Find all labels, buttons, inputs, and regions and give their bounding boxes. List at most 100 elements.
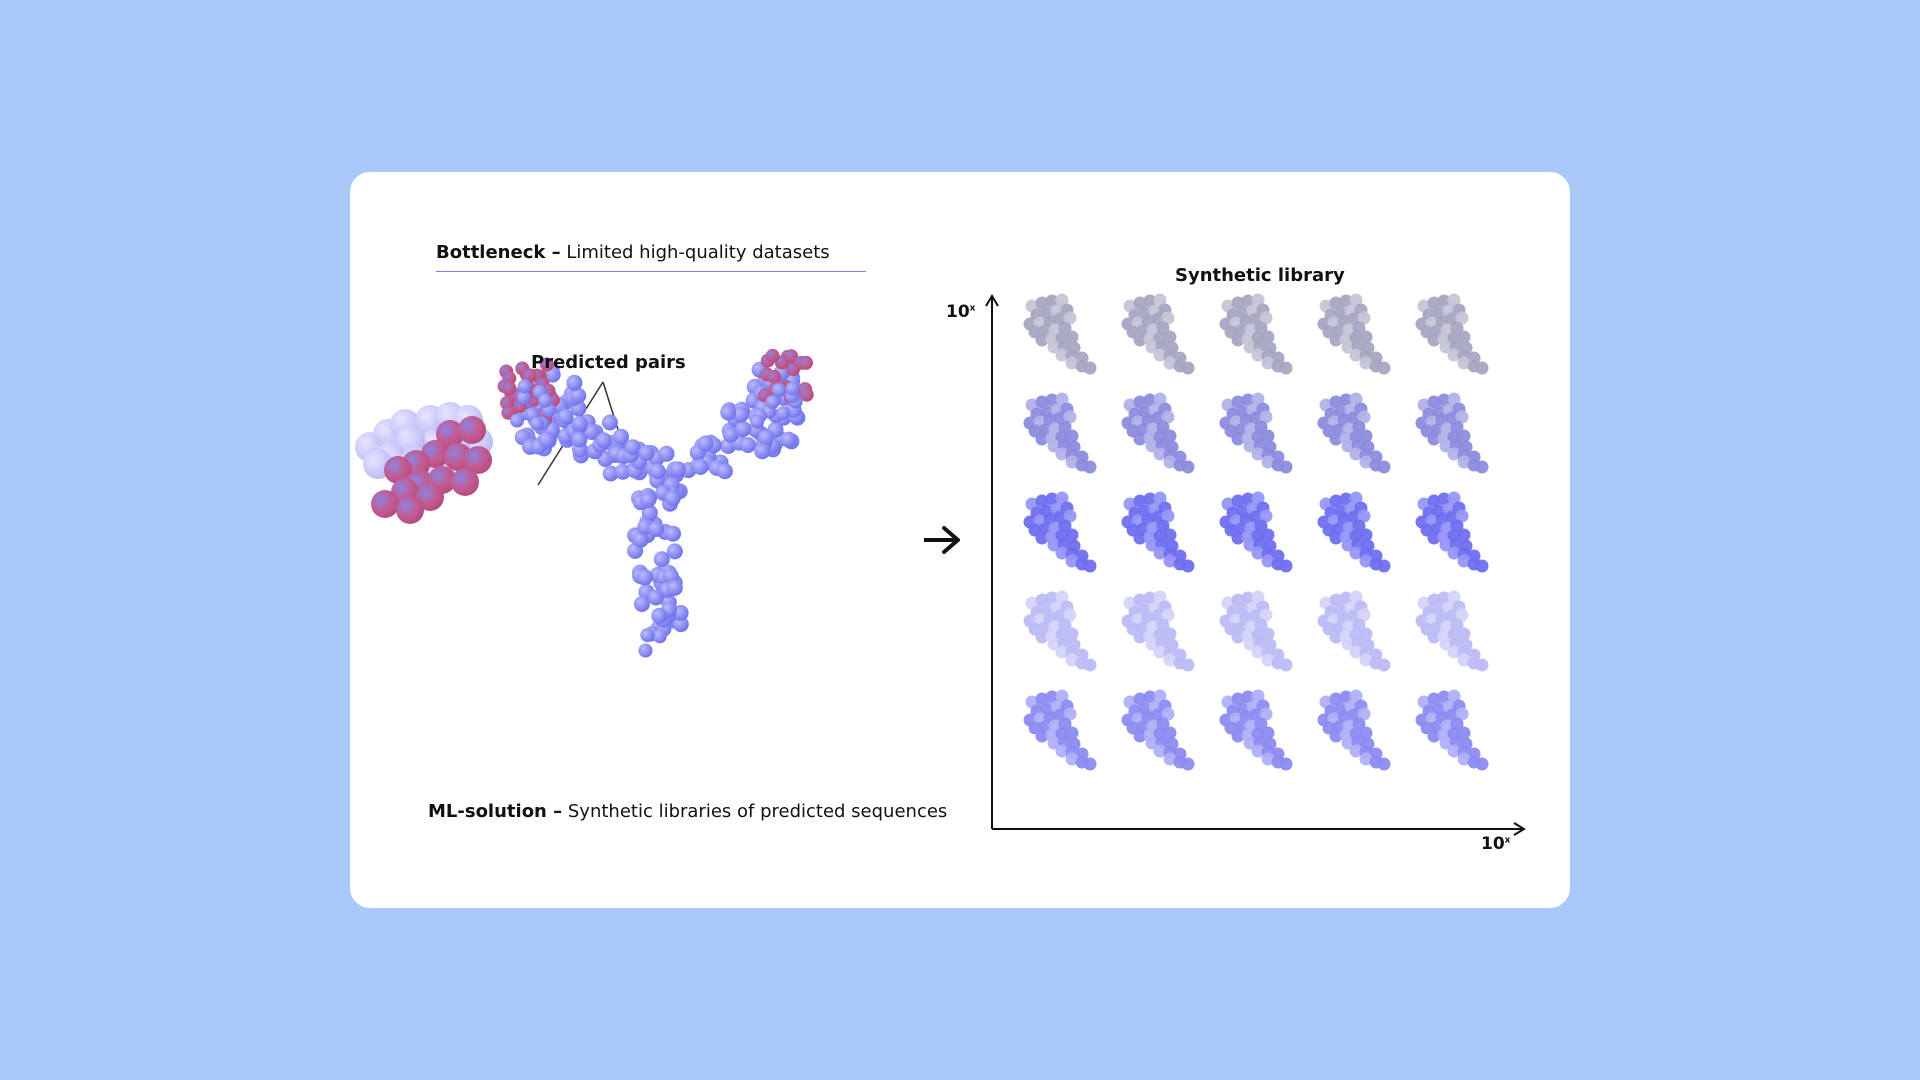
library-atom (1231, 531, 1245, 545)
library-atom (1359, 455, 1373, 469)
library-atom (1145, 538, 1159, 552)
library-atom (1377, 658, 1391, 672)
antibody-atom (647, 589, 664, 606)
library-atom (1359, 554, 1373, 568)
library-atom (1352, 717, 1366, 731)
library-atom (1181, 361, 1195, 375)
library-protein (1415, 689, 1489, 771)
library-atom (1065, 653, 1079, 667)
fragment-atom (396, 496, 424, 524)
library-protein (1219, 590, 1293, 672)
library-atom (1153, 293, 1167, 307)
library-atom (1341, 538, 1355, 552)
antibody-atom (614, 463, 631, 480)
library-protein (1415, 491, 1489, 573)
library-atom (1143, 690, 1157, 704)
antibody-atom (648, 521, 665, 537)
library-atom (1161, 707, 1175, 721)
antibody-atom (653, 551, 670, 568)
antibody-atom (595, 432, 612, 449)
library-atom (1163, 627, 1177, 641)
y-axis-label: 10x (946, 302, 976, 322)
antibody-atom (510, 413, 524, 428)
library-atom (1357, 410, 1371, 424)
library-atom (1243, 439, 1257, 453)
library-protein (1023, 491, 1097, 573)
library-atom (1065, 528, 1079, 542)
library-atom (1457, 356, 1471, 370)
library-atom (1047, 439, 1061, 453)
antibody-atom (732, 406, 749, 423)
antibody-atom (652, 629, 667, 644)
library-atom (1243, 538, 1257, 552)
antibody-atom (672, 616, 689, 633)
library-atom (1341, 637, 1355, 651)
library-atom (1153, 689, 1167, 703)
library-atom (1329, 531, 1343, 545)
library-atom (1145, 637, 1159, 651)
library-atom (1143, 294, 1157, 308)
library-atom (1153, 645, 1167, 659)
antibody-atom (670, 461, 686, 478)
antibody-atom (572, 415, 588, 432)
antibody-atom (571, 431, 588, 448)
library-atom (1153, 590, 1167, 604)
library-protein (1121, 491, 1195, 573)
library-atom (1341, 439, 1355, 453)
diagram-card: Bottleneck – Limited high-quality datase… (350, 172, 1570, 908)
library-atom (1163, 455, 1177, 469)
library-atom (1475, 559, 1489, 573)
antibody-atom (638, 643, 653, 658)
library-atom (1377, 559, 1391, 573)
library-atom (1259, 509, 1273, 523)
antibody-atom (502, 381, 517, 396)
library-atom (1437, 492, 1451, 506)
library-atom (1065, 554, 1079, 568)
antibody-atom (780, 431, 797, 448)
library-atom (1045, 294, 1059, 308)
library-atom (1035, 630, 1049, 644)
antibody-atom (722, 426, 739, 443)
library-atom (1450, 519, 1464, 533)
library-atom (1357, 707, 1371, 721)
library-atom (1035, 692, 1049, 706)
library-atom (1261, 429, 1275, 443)
library-atom (1045, 492, 1059, 506)
fragment-atom (371, 490, 399, 518)
library-atom (1259, 707, 1273, 721)
library-atom (1083, 361, 1097, 375)
library-atom (1261, 455, 1275, 469)
library-atom (1035, 531, 1049, 545)
library-protein (1023, 392, 1097, 474)
library-protein (1023, 590, 1097, 672)
library-atom (1427, 494, 1441, 508)
diagram-artwork (355, 293, 1526, 836)
library-atom (1427, 630, 1441, 644)
library-atom (1439, 439, 1453, 453)
library-atom (1241, 591, 1255, 605)
library-atom (1359, 752, 1373, 766)
library-atom (1457, 554, 1471, 568)
library-atom (1055, 392, 1069, 406)
library-atom (1241, 690, 1255, 704)
library-atom (1231, 296, 1245, 310)
library-atom (1133, 593, 1147, 607)
library-atom (1439, 637, 1453, 651)
fragment-atom (384, 456, 412, 484)
bottleneck-heading: Bottleneck – Limited high-quality datase… (436, 242, 830, 263)
library-atom (1359, 356, 1373, 370)
library-atom (1153, 491, 1167, 505)
library-atom (1163, 752, 1177, 766)
library-atom (1055, 447, 1069, 461)
library-atom (1437, 294, 1451, 308)
library-atom (1251, 392, 1265, 406)
library-atom (1065, 356, 1079, 370)
library-atom (1045, 690, 1059, 704)
library-protein (1317, 590, 1391, 672)
library-atom (1447, 392, 1461, 406)
library-atom (1457, 429, 1471, 443)
synthetic-library-grid (1023, 293, 1489, 771)
library-atom (1349, 447, 1363, 461)
library-atom (1163, 356, 1177, 370)
library-atom (1450, 717, 1464, 731)
